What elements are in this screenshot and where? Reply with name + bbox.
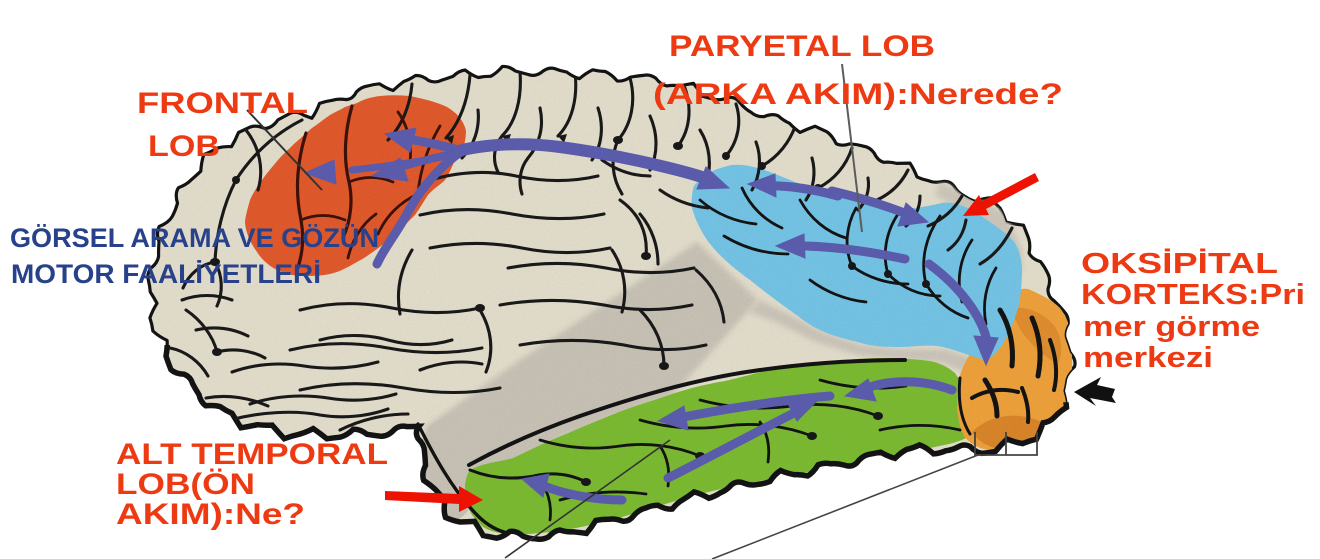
- svg-text:OKSİPİTAL: OKSİPİTAL: [1081, 248, 1278, 280]
- svg-text:FRONTAL: FRONTAL: [137, 87, 308, 120]
- svg-text:PARYETAL LOB: PARYETAL LOB: [669, 30, 935, 63]
- svg-text:ALT TEMPORAL: ALT TEMPORAL: [116, 438, 388, 471]
- svg-text:LOB(ÖN: LOB(ÖN: [116, 468, 255, 501]
- svg-text:GÖRSEL ARAMA VE GÖZÜN: GÖRSEL ARAMA VE GÖZÜN: [10, 223, 379, 253]
- svg-text:MOTOR FAALİYETLERİ: MOTOR FAALİYETLERİ: [11, 259, 321, 289]
- svg-text:AKIM):Ne?: AKIM):Ne?: [116, 498, 305, 531]
- svg-text:KORTEKS:Pri: KORTEKS:Pri: [1081, 279, 1305, 311]
- svg-text:LOB: LOB: [148, 130, 220, 163]
- svg-text:mer görme: mer görme: [1083, 311, 1260, 343]
- svg-text:(ARKA AKIM):Nerede?: (ARKA AKIM):Nerede?: [653, 78, 1063, 111]
- svg-text:merkezi: merkezi: [1083, 342, 1213, 374]
